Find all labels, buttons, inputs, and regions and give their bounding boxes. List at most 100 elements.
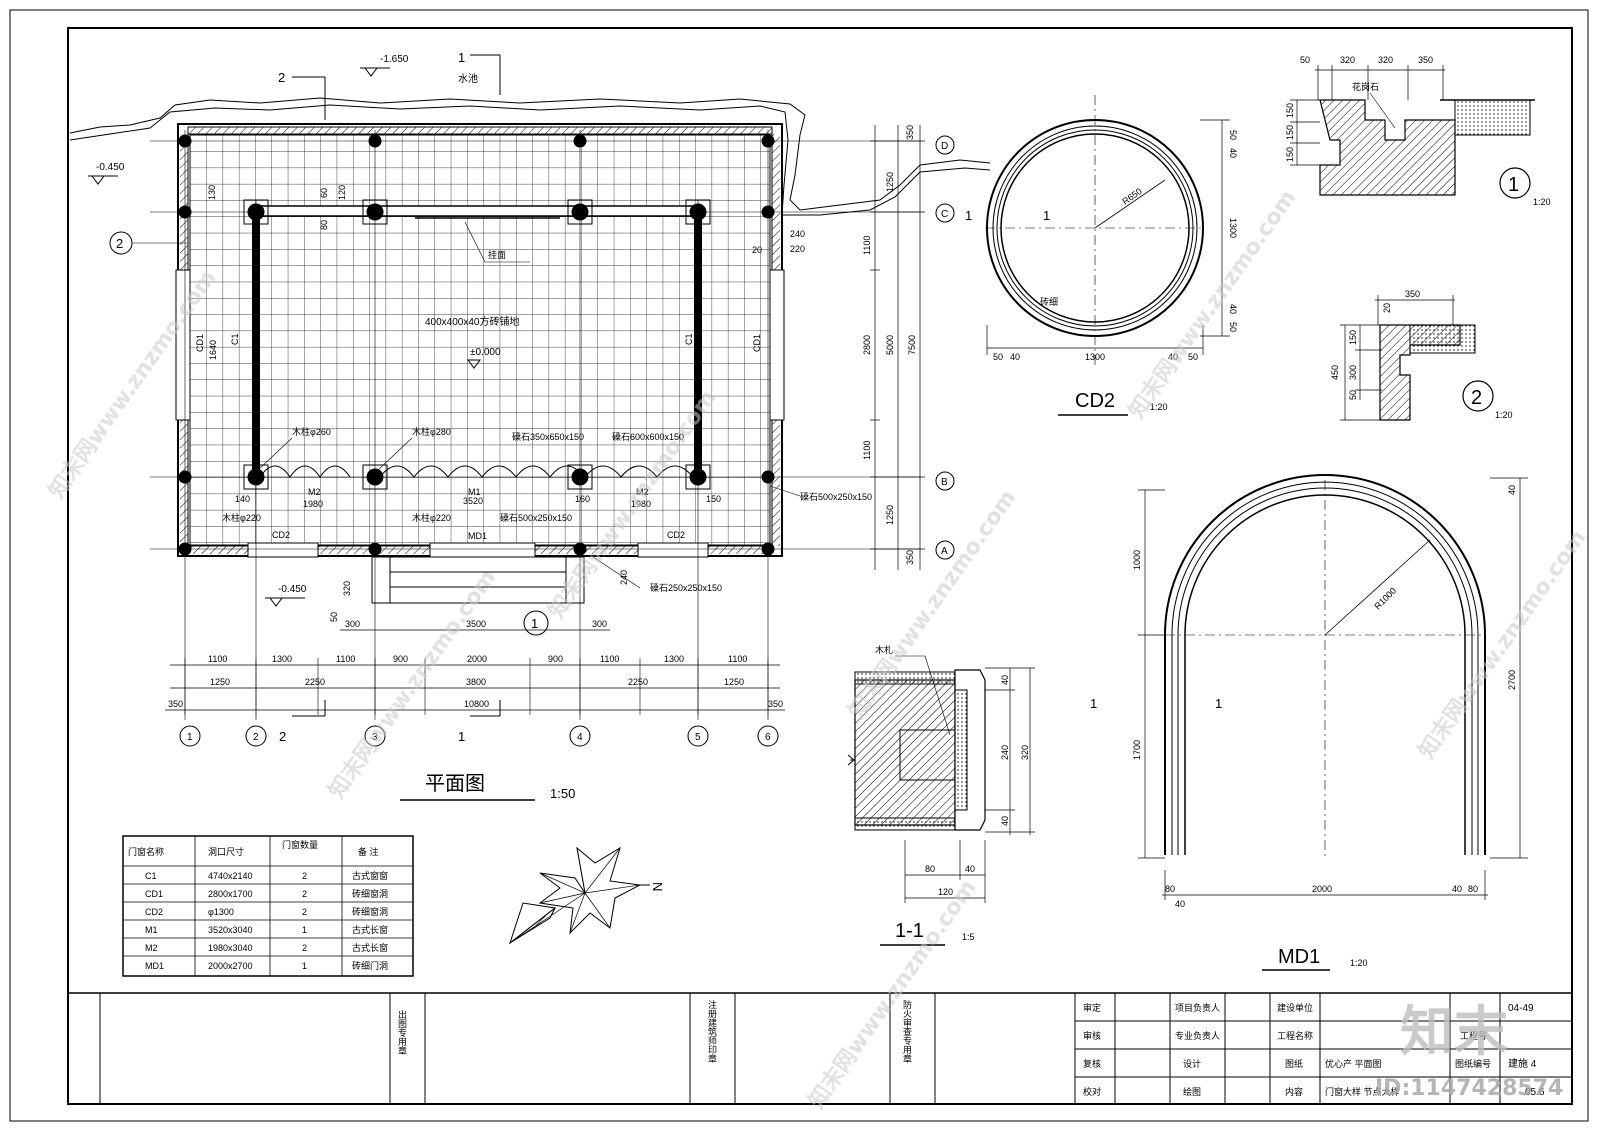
d2-scale: 1:20: [1495, 410, 1513, 420]
cd2-dim-r0: 50: [1228, 130, 1238, 140]
cd1-label-right: CD1: [752, 334, 762, 352]
s11-dim-40a: 40: [1000, 675, 1010, 685]
schedule-cell: CD1: [145, 889, 163, 899]
d1-mark: 1: [1508, 174, 1519, 196]
svg-text:知末网www.znzmo.com: 知末网www.znzmo.com: [804, 875, 982, 1113]
d2-dim-350: 350: [1405, 289, 1420, 299]
md1-dim-40-l: 40: [1175, 899, 1185, 909]
schedule-cell: 古式窗窗: [352, 870, 388, 881]
bdim-total: 10800: [464, 699, 489, 709]
col-220-note: 木柱φ220: [222, 512, 261, 523]
stamp-box: 出图专用章: [397, 1009, 407, 1055]
plan-detail-mark-1: 1: [531, 616, 538, 631]
s11-dim-240: 240: [1000, 745, 1010, 760]
dim-1640: 1640: [208, 340, 218, 360]
md1-cut-center: 1: [1215, 696, 1222, 711]
d1-dim-150c: 150: [1285, 147, 1295, 162]
inner-border: [67, 27, 1573, 1105]
title-block: 出图专用章 注册建筑师印章 防火审查专用章 审定 审核 复核 校对 项目负责人 …: [68, 992, 1572, 1104]
north-label: N: [650, 882, 665, 891]
schedule-cell: 4740x2140: [208, 871, 253, 881]
rdim-1250-top: 1250: [885, 172, 895, 192]
schedule-cell: 2: [302, 907, 307, 917]
role-m1: 专业负责人: [1175, 1030, 1220, 1041]
m1-width: 3520: [463, 496, 483, 506]
s11-dim-120: 120: [938, 887, 953, 897]
md1-dim-80-l: 80: [1165, 884, 1175, 894]
axis-4: 4: [577, 732, 583, 743]
watermark-id: ID:1147428574: [1375, 1076, 1563, 1101]
m2-width-right: 1980: [631, 499, 651, 509]
md1-label: MD1: [468, 531, 487, 541]
md1-dim-80-r: 80: [1468, 884, 1478, 894]
sched-h2: 门窗数量: [282, 839, 318, 850]
schedule-cell: 3520x3040: [208, 925, 253, 935]
bdim-6: 900: [548, 654, 563, 664]
md1-dim-2700: 2700: [1507, 670, 1517, 690]
c1-label-right: C1: [684, 333, 694, 345]
dim-80: 80: [319, 220, 329, 230]
cd2-label-right: CD2: [667, 530, 685, 540]
floor-note: 400x400x40方砖铺地: [425, 315, 520, 328]
cd2-material: 砖细: [1040, 296, 1058, 307]
d2-mark: 2: [1471, 387, 1482, 409]
axis-6: 6: [765, 732, 771, 743]
d1-dim-150b: 150: [1285, 125, 1295, 140]
level-front: -0.450: [278, 584, 307, 595]
drawing-name-2: 门窗大样 节点大样: [1325, 1086, 1400, 1097]
md1-dim-40-r: 40: [1452, 884, 1462, 894]
outer-border: [9, 9, 1589, 1122]
c1-label-left: C1: [230, 333, 240, 345]
m2-width-left: 1980: [303, 499, 323, 509]
sched-h1: 洞口尺寸: [208, 846, 244, 857]
s11-dim-40: 40: [965, 864, 975, 874]
schedule-cell: 2000x2700: [208, 961, 253, 971]
cd2-dim-r3: 40: [1228, 304, 1238, 314]
bdim2-1: 1250: [210, 677, 230, 687]
rdim-1250-bot: 1250: [885, 505, 895, 525]
steps-dim: 3500: [466, 619, 486, 629]
axis-a: A: [941, 546, 948, 557]
role-l1: 审核: [1083, 1030, 1101, 1041]
schedule-cell: M1: [145, 925, 158, 935]
section-mark-1-bottom: 1: [458, 729, 465, 744]
cd2-dim-b2: 1300: [1085, 352, 1105, 362]
cd2-radius: R650: [1120, 186, 1143, 207]
cd2-dim-b4: 50: [1188, 352, 1198, 362]
s11-dim-320: 320: [1020, 745, 1030, 760]
schedule-cell: 古式长窗: [352, 924, 388, 935]
schedule-cell: 2800x1700: [208, 889, 253, 899]
s11-material: 木札: [875, 644, 893, 655]
code-value: 05.6: [1525, 1087, 1545, 1098]
cd2-dim-r4: 50: [1228, 322, 1238, 332]
entrance-steps: [371, 556, 585, 604]
pool-label: 水池: [458, 72, 478, 85]
schedule-cell: CD2: [145, 907, 163, 917]
axis-1: 1: [187, 732, 193, 743]
cd2-cut-center: 1: [1043, 208, 1050, 223]
cd1-left-opening: [175, 269, 191, 421]
dim-20: 20: [752, 245, 762, 255]
rdim-1100-top: 1100: [862, 236, 872, 255]
rdim-7500: 7500: [907, 335, 917, 355]
floor-level: ±0.000: [470, 347, 501, 358]
cd2-dim-b1: 40: [1010, 352, 1020, 362]
d1-dim-150a: 150: [1285, 103, 1295, 118]
cd2-dim-b0: 50: [993, 352, 1003, 362]
schedule-cell: 1: [302, 925, 307, 935]
cd2-right-opening: [637, 542, 709, 558]
schedule-cell: φ1300: [208, 907, 234, 917]
stone-1-note: 磉石350x650x150: [512, 432, 584, 442]
dim-240: 240: [790, 229, 805, 239]
columns: [178, 134, 775, 556]
md1-cut-left: 1: [1090, 696, 1097, 711]
schedule-cell: MD1: [145, 961, 164, 971]
d1-dim-320b: 320: [1378, 55, 1393, 65]
bdim2-2: 2250: [305, 677, 325, 687]
axis-d: D: [941, 141, 948, 152]
md1-dim-1000: 1000: [1132, 550, 1142, 570]
s11-dim-40b: 40: [1000, 816, 1010, 826]
fire-box: 防火审查专用章: [902, 999, 912, 1063]
steps-side-left: 300: [345, 619, 360, 629]
